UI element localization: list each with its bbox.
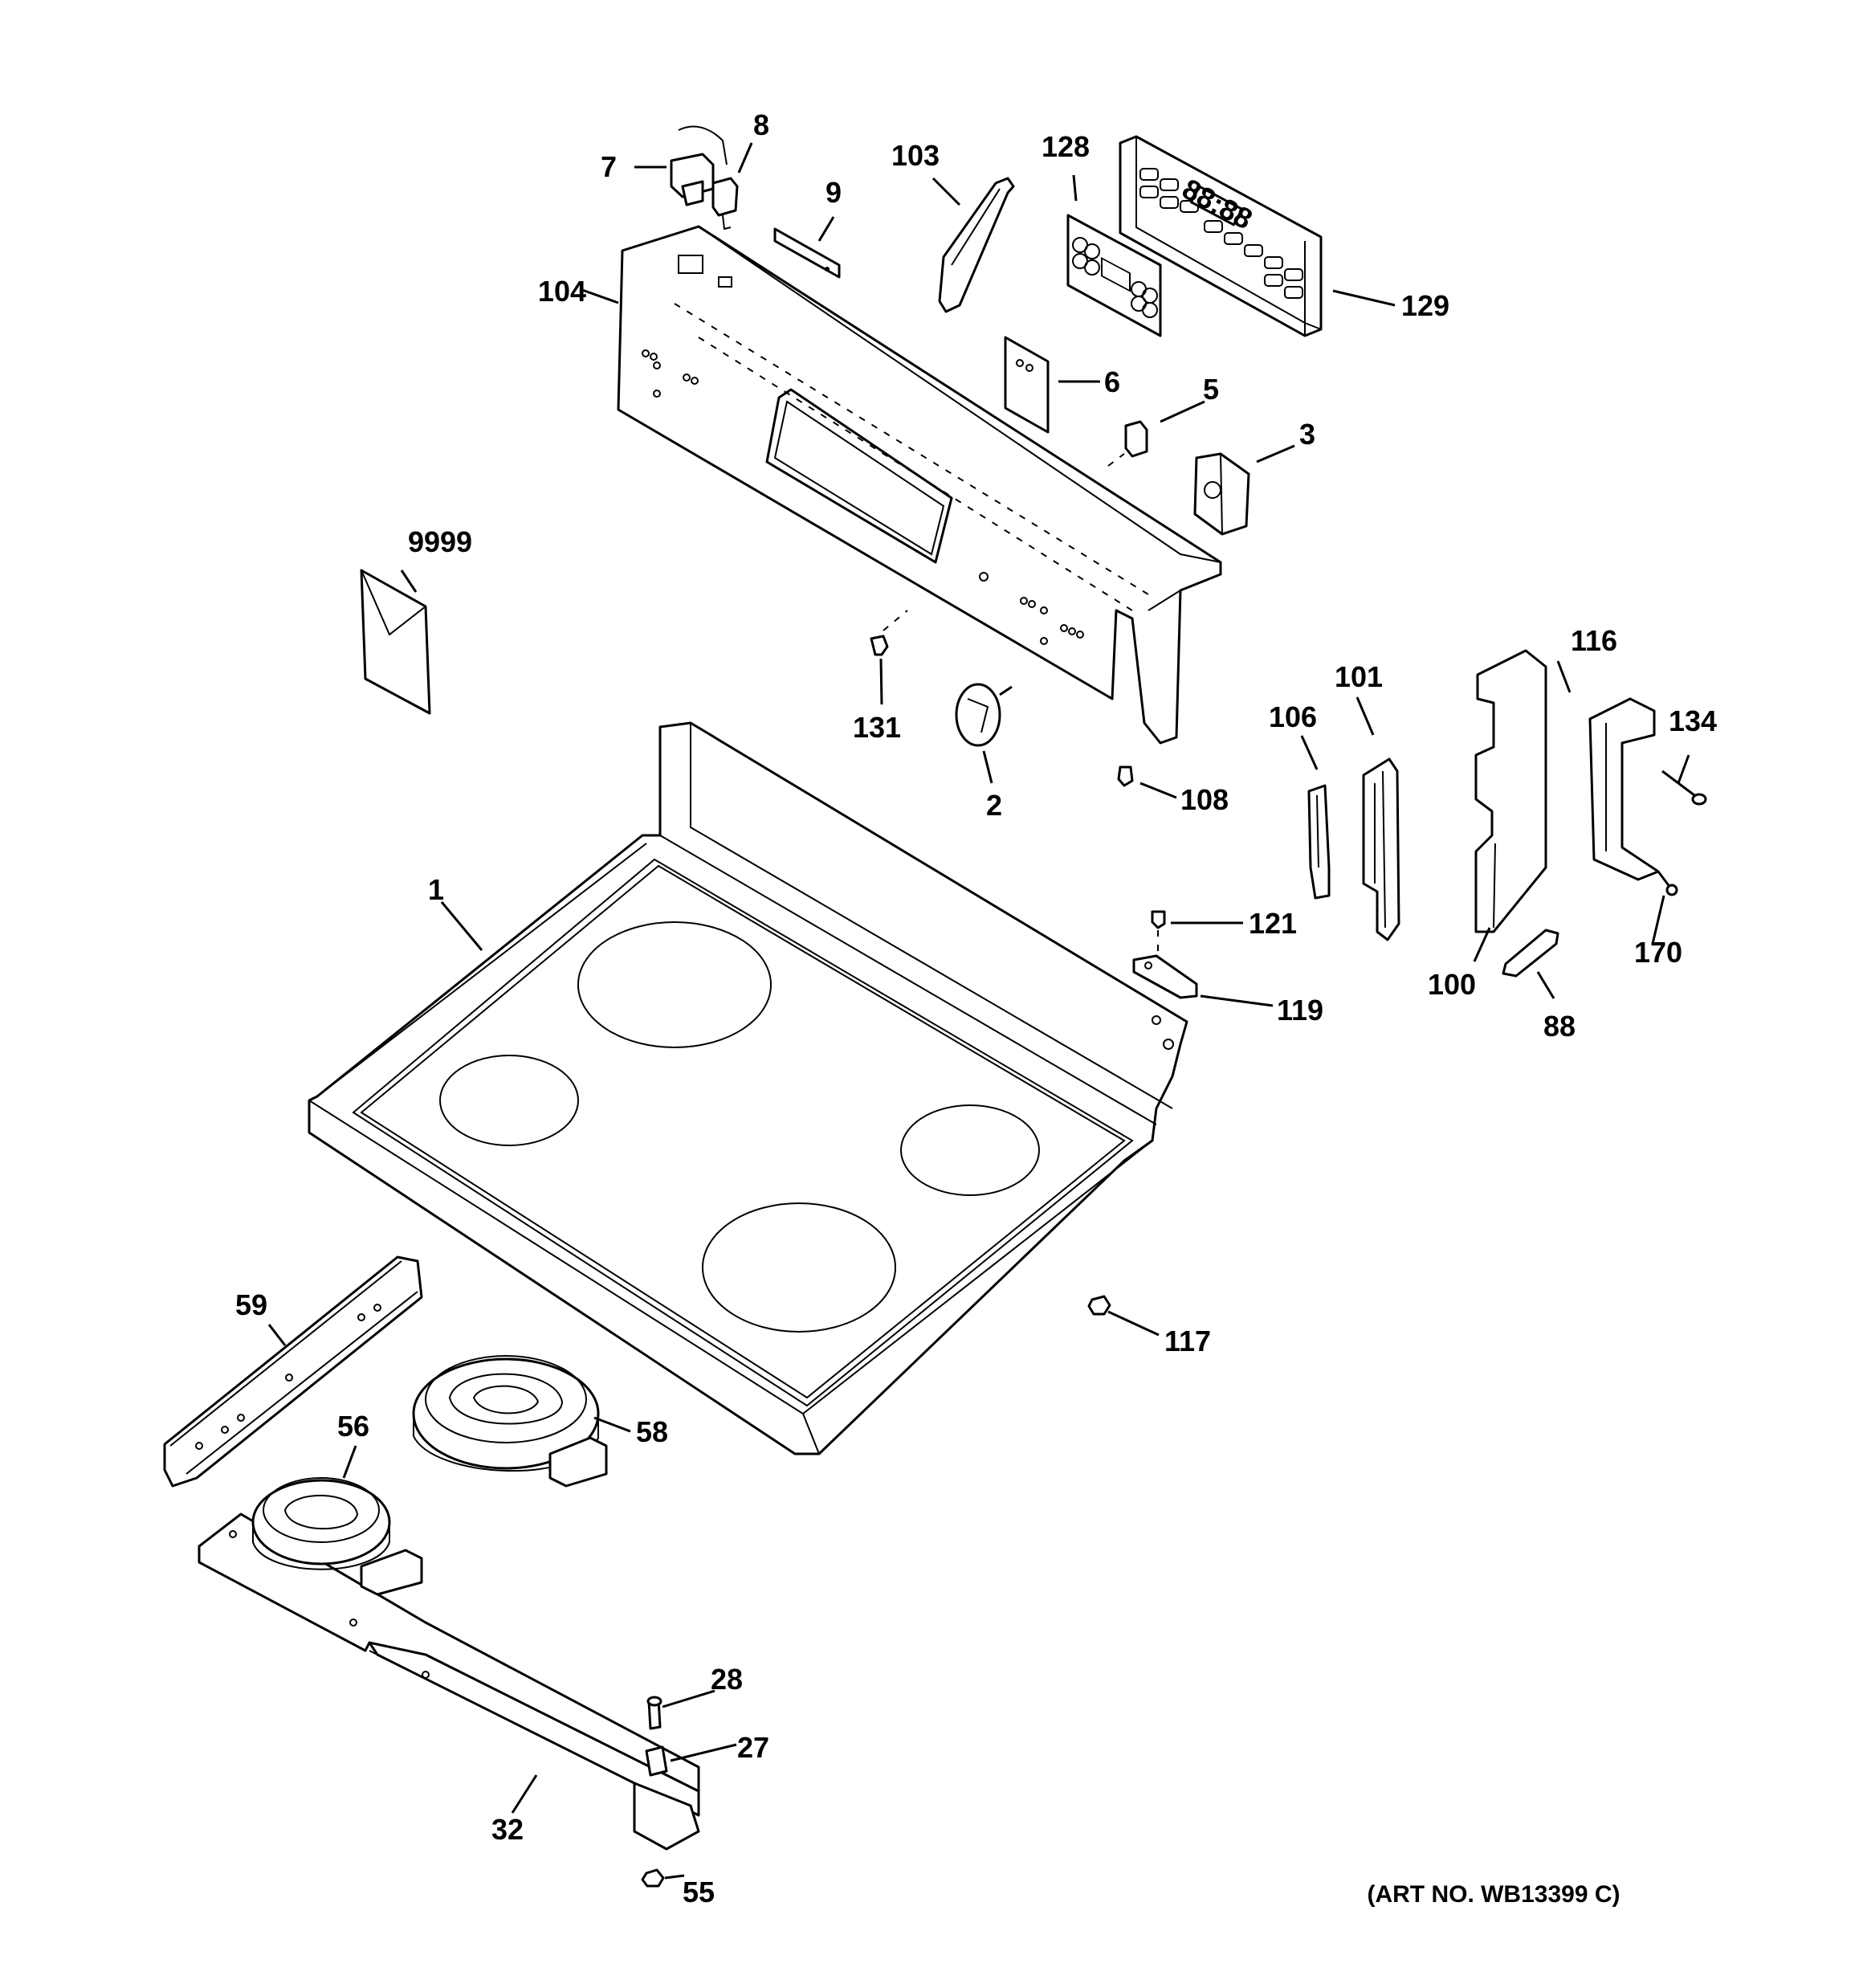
infinite-switch-3 (1193, 452, 1250, 536)
control-overlay-128 (1066, 214, 1162, 337)
callout-88: 88 (1543, 1010, 1576, 1043)
callout-28: 28 (711, 1663, 743, 1696)
harness-clip-103 (938, 177, 1015, 313)
bracket-part-9 (773, 227, 841, 279)
callout-101: 101 (1335, 660, 1383, 693)
callout-117: 117 (1164, 1325, 1211, 1357)
callout-9: 9 (826, 176, 842, 209)
indicator-light (670, 125, 728, 206)
literature-envelope (360, 569, 431, 715)
callout-6: 6 (1104, 365, 1120, 398)
screw-108 (1117, 765, 1134, 787)
callout-1: 1 (428, 873, 444, 906)
electronic-control-129: 88:88 (1119, 135, 1323, 337)
callout-106: 106 (1269, 700, 1317, 733)
callout-116: 116 (1571, 624, 1617, 657)
callout-32: 32 (491, 1813, 524, 1846)
callout-3: 3 (1299, 418, 1315, 451)
surface-element-58 (412, 1355, 608, 1488)
art-number: (ART NO. WB13399 C) (1367, 1881, 1620, 1908)
callout-119: 119 (1277, 994, 1323, 1027)
callout-121: 121 (1249, 907, 1297, 940)
element-bracket-32 (198, 1512, 700, 1851)
switch-part-5 (1107, 420, 1148, 467)
callout-103: 103 (891, 139, 940, 172)
switch-part-8 (711, 177, 739, 231)
callout-134: 134 (1669, 704, 1717, 737)
terminal-block-27 (645, 1745, 668, 1777)
backsplash-panel (617, 225, 1222, 745)
callout-55: 55 (683, 1876, 715, 1908)
bracket-119 (1132, 954, 1198, 999)
callout-5: 5 (1203, 373, 1219, 406)
bracket-101 (1362, 757, 1400, 941)
callout-104: 104 (538, 275, 586, 308)
screw-134 (1661, 769, 1707, 806)
callout-56: 56 (337, 1410, 369, 1443)
leader-lines (267, 142, 1690, 1880)
terminal-stud-28 (646, 1696, 662, 1730)
callout-59: 59 (235, 1288, 267, 1321)
screw-121 (1151, 910, 1166, 952)
knob-2 (955, 683, 1013, 747)
callout-27: 27 (737, 1731, 769, 1764)
callout-131: 131 (853, 711, 901, 744)
screw-170 (1657, 871, 1678, 896)
nut-55 (641, 1868, 665, 1888)
label-plate-6 (1004, 336, 1050, 434)
screw-131 (870, 610, 908, 656)
callout-labels: 7 8 9 103 128 129 104 6 5 3 9999 131 2 1… (235, 108, 1717, 1908)
cooktop-glass (308, 721, 1188, 1455)
callout-58: 58 (636, 1415, 668, 1448)
callout-9999: 9999 (408, 525, 472, 558)
front-bracket-59 (163, 1255, 423, 1488)
callout-8: 8 (753, 108, 769, 141)
bracket-106 (1307, 784, 1331, 900)
nut-117 (1087, 1295, 1111, 1316)
callout-108: 108 (1180, 783, 1229, 816)
side-trim-100 (1474, 649, 1547, 933)
callout-128: 128 (1042, 130, 1090, 163)
callout-129: 129 (1401, 289, 1449, 322)
surface-element-56 (251, 1477, 423, 1596)
end-cap-116 (1588, 697, 1660, 881)
trim-piece-88 (1502, 929, 1559, 978)
callout-7: 7 (601, 150, 617, 183)
callout-170: 170 (1634, 936, 1682, 969)
callout-2: 2 (986, 789, 1002, 822)
callout-100: 100 (1428, 968, 1476, 1001)
